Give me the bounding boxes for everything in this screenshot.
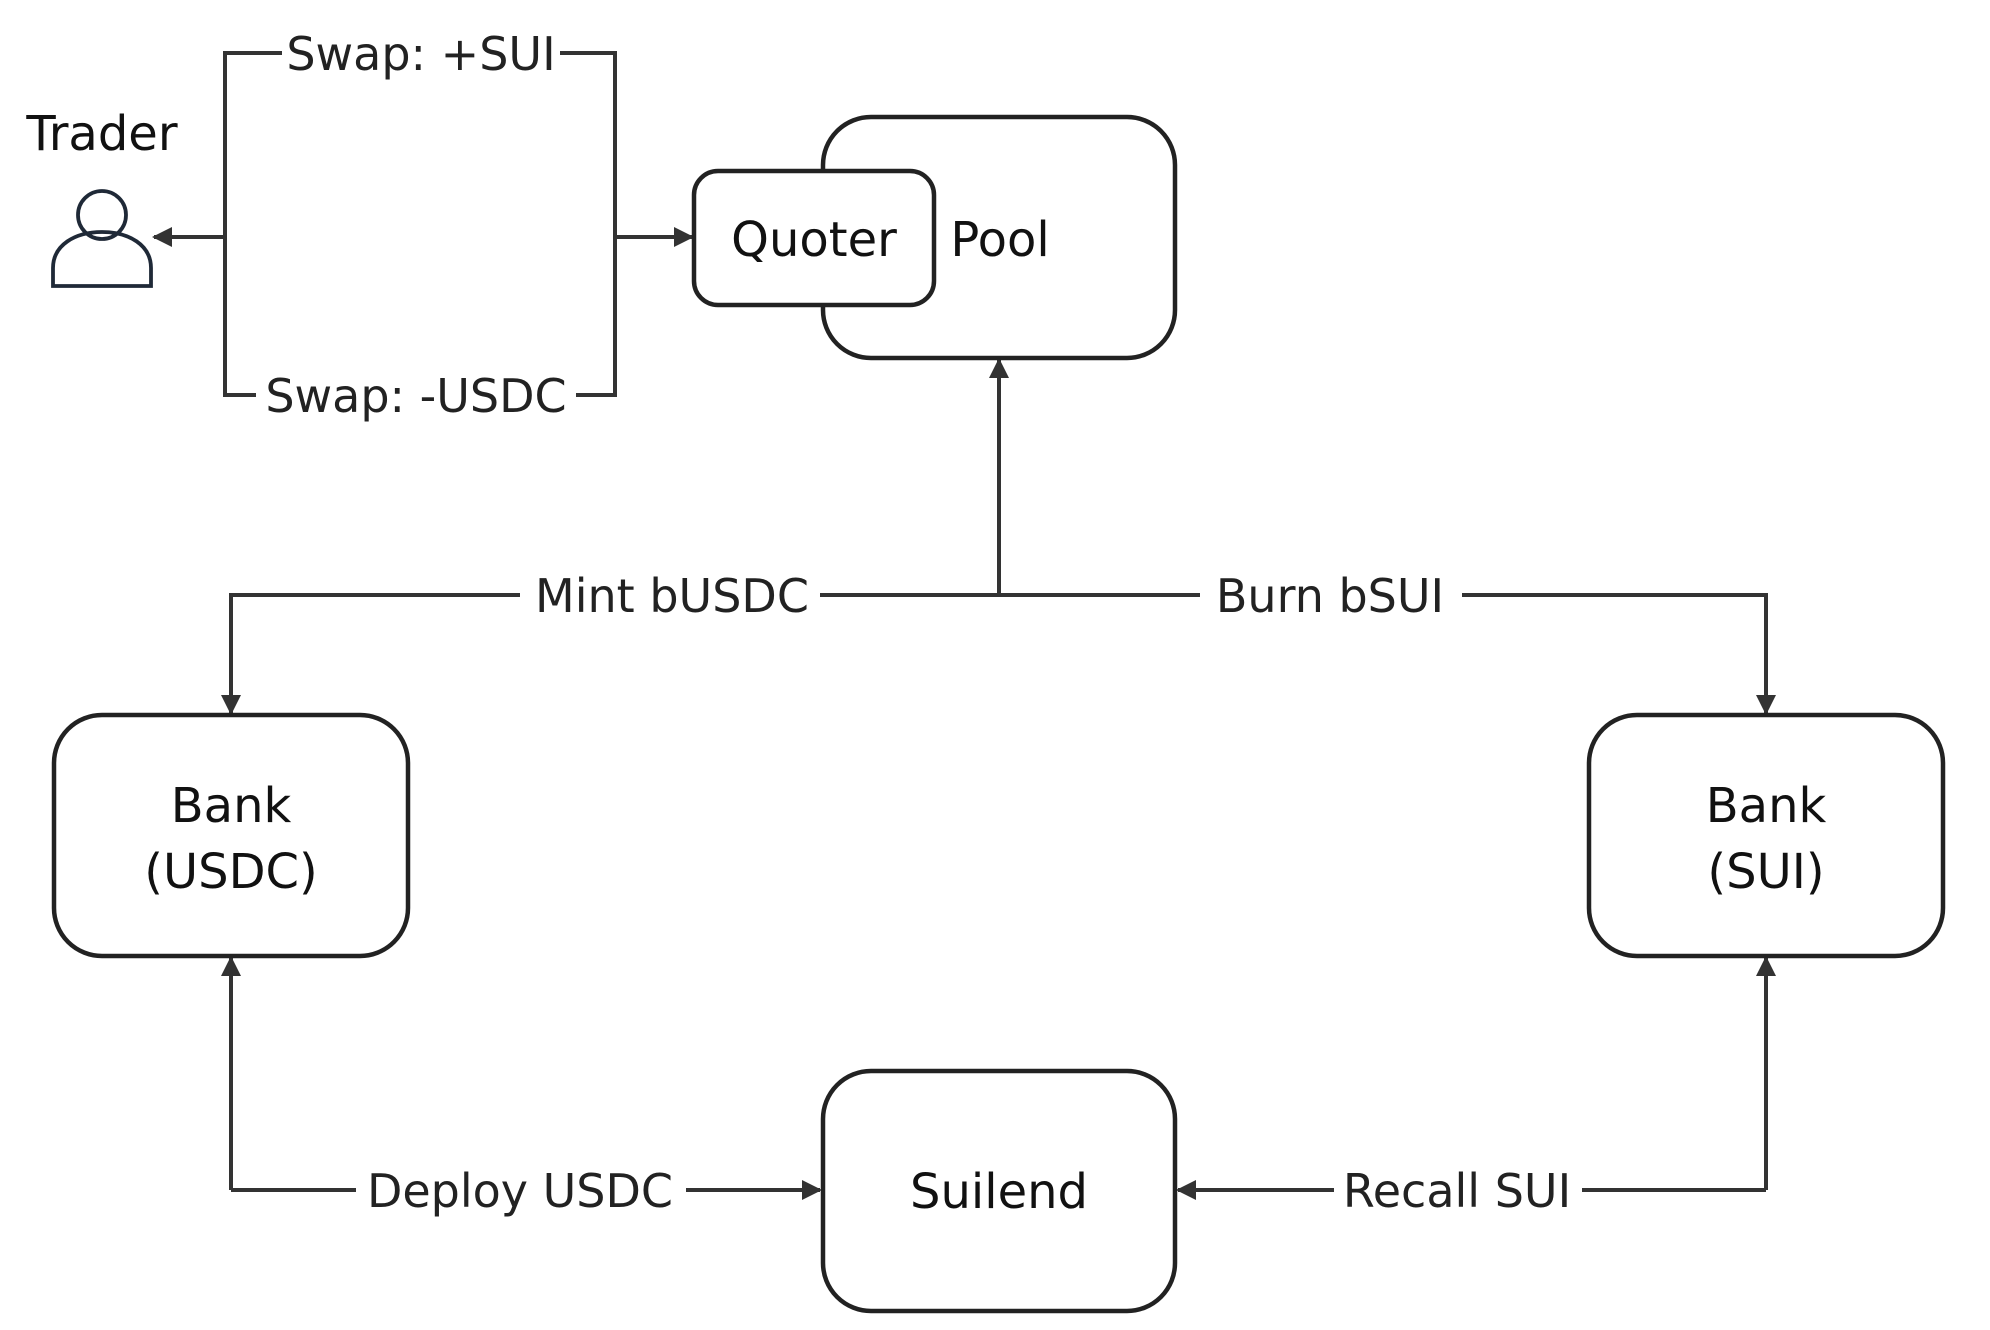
suilend-node [820, 1068, 1178, 1314]
bank-sui-label-line2: (SUI) [1707, 844, 1824, 900]
edge-label-mint-busdc: Mint bUSDC [535, 569, 809, 623]
bank-usdc-node [51, 712, 411, 959]
bank-sui-node [1586, 712, 1946, 959]
swap-bracket-line [223, 51, 617, 397]
bank-usdc-label-line1: Bank [171, 778, 292, 834]
suilend-label: Suilend [910, 1164, 1088, 1220]
edge-label-burn-bsui: Burn bSUI [1216, 569, 1444, 623]
bank-usdc-label-line2: (USDC) [144, 844, 318, 900]
pool-label: Pool [950, 212, 1049, 268]
bank-sui-label-line1: Bank [1706, 778, 1827, 834]
edge-label-recall-sui: Recall SUI [1343, 1164, 1571, 1218]
edge-label-deploy-usdc: Deploy USDC [367, 1164, 673, 1218]
trader-person-icon [51, 189, 153, 288]
edge-label-swap-plus-sui: Swap: +SUI [286, 27, 555, 81]
trader-label: Trader [25, 106, 177, 162]
edge-label-swap-minus-usdc: Swap: -USDC [265, 369, 566, 423]
quoter-node [691, 168, 937, 308]
quoter-label: Quoter [731, 212, 897, 268]
